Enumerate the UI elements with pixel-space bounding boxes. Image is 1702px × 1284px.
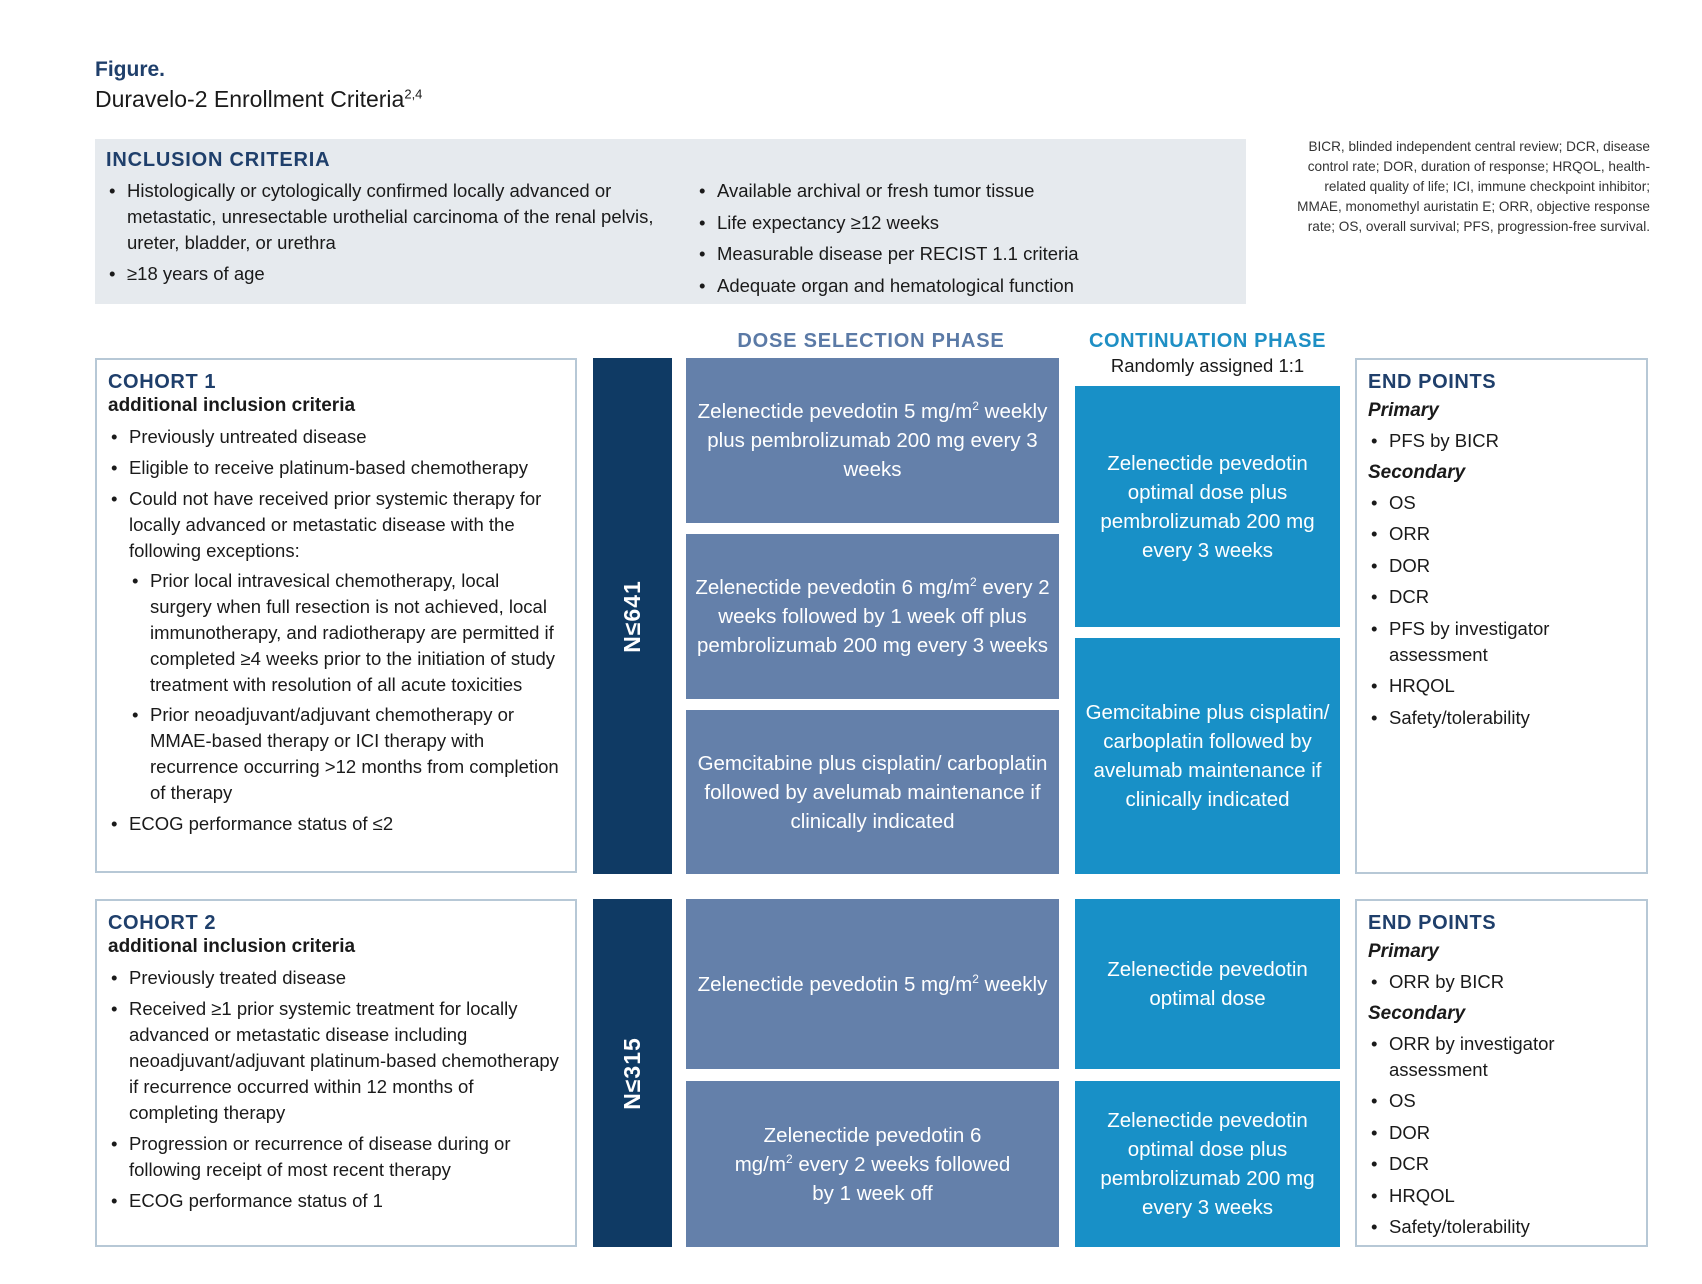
- inclusion-criteria-title: INCLUSION CRITERIA: [106, 149, 331, 171]
- inclusion-criteria-column-2: Available archival or fresh tumor tissue…: [696, 178, 1216, 304]
- dose-text: Gemcitabine plus cisplatin/ carboplatin …: [697, 751, 1048, 833]
- dose-text: weekly plus pembrolizumab 200 mg every 3…: [707, 400, 1048, 481]
- cohort-1-subtitle: additional inclusion criteria: [108, 395, 356, 416]
- dose-text: every 2 weeks followed by 1 week off: [792, 1152, 1011, 1205]
- inclusion-item: Life expectancy ≥12 weeks: [696, 210, 1216, 236]
- cohort-2-criteria-box: COHORT 2 additional inclusion criteria P…: [95, 899, 577, 1247]
- criteria-item: Previously treated disease: [108, 965, 564, 991]
- endpoint-item: DOR: [1368, 553, 1635, 579]
- cohort-2-endpoints-box: END POINTS Primary ORR by BICR Secondary…: [1355, 899, 1648, 1247]
- abbreviations-note: BICR, blinded independent central review…: [1297, 139, 1650, 234]
- criteria-item: Eligible to receive platinum-based chemo…: [108, 455, 564, 481]
- inclusion-item: Histologically or cytologically confirme…: [106, 178, 696, 256]
- cohort-1-sample-size-bar: N≤641: [593, 358, 672, 874]
- inclusion-criteria-column-1: Histologically or cytologically confirme…: [106, 178, 696, 304]
- dose-sup: 2: [972, 971, 979, 986]
- endpoints-title: END POINTS: [1368, 371, 1497, 393]
- dose-text: Zelenectide pevedotin 5 mg/m: [697, 400, 973, 423]
- cohort-1-dose-arm-2: Zelenectide pevedotin 6 mg/m2 every 2 we…: [686, 534, 1059, 699]
- randomization-note: Randomly assigned 1:1: [1110, 355, 1305, 376]
- cohort-1-sample-size: N≤641: [618, 579, 645, 653]
- inclusion-criteria-box: INCLUSION CRITERIA Histologically or cyt…: [95, 139, 1246, 304]
- endpoint-item: ORR: [1368, 521, 1635, 547]
- dose-text: weekly: [978, 972, 1048, 996]
- figure-title-text: Duravelo-2 Enrollment Criteria: [95, 86, 405, 112]
- cohort-2-dose-arm-1: Zelenectide pevedotin 5 mg/m2 weekly: [686, 899, 1059, 1069]
- criteria-item: ECOG performance status of ≤2: [108, 811, 564, 837]
- endpoint-item: OS: [1368, 1088, 1635, 1114]
- cohort-2-sample-size-bar: N≤315: [593, 899, 672, 1247]
- exception-item: Prior local intravesical chemotherapy, l…: [129, 568, 564, 698]
- endpoint-item: Safety/tolerability: [1368, 705, 1635, 731]
- criteria-item-text: Could not have received prior systemic t…: [129, 488, 542, 561]
- dose-text: Zelenectide pevedotin 5 mg/m: [697, 972, 973, 996]
- secondary-endpoints-list: OS ORR DOR DCR PFS by investigator asses…: [1368, 490, 1635, 731]
- endpoint-item: ORR by BICR: [1368, 969, 1635, 995]
- endpoint-item: HRQOL: [1368, 1183, 1635, 1209]
- figure-title: Duravelo-2 Enrollment Criteria2,4: [95, 86, 422, 113]
- endpoint-item: DOR: [1368, 1120, 1635, 1146]
- cohort-1-criteria-box: COHORT 1 additional inclusion criteria P…: [95, 358, 577, 873]
- inclusion-item: Available archival or fresh tumor tissue: [696, 178, 1216, 204]
- criteria-item: Progression or recurrence of disease dur…: [108, 1131, 564, 1183]
- dose-text: Zelenectide pevedotin 6 mg/m: [734, 1123, 982, 1176]
- dose-text: every 2 weeks followed by 1 week off plu…: [697, 576, 1050, 657]
- criteria-item: ECOG performance status of 1: [108, 1188, 564, 1214]
- cohort-1-exceptions-list: Prior local intravesical chemotherapy, l…: [129, 568, 564, 806]
- cohort-2-dose-arm-2: Zelenectide pevedotin 6 mg/m2 every 2 we…: [686, 1081, 1059, 1247]
- dose-sup: 2: [785, 1151, 793, 1166]
- dose-text: Zelenectide pevedotin 6 mg/m: [695, 576, 971, 599]
- continuation-text: Zelenectide pevedotin optimal dose plus …: [1100, 1109, 1315, 1219]
- primary-endpoints-list: ORR by BICR: [1368, 969, 1635, 995]
- exception-item: Prior neoadjuvant/adjuvant chemotherapy …: [129, 702, 564, 806]
- secondary-endpoints-list: ORR by investigator assessment OS DOR DC…: [1368, 1031, 1635, 1241]
- cohort-1-continuation-arm-1: Zelenectide pevedotin optimal dose plus …: [1075, 386, 1340, 627]
- primary-endpoints-label: Primary: [1368, 941, 1439, 962]
- inclusion-item: Measurable disease per RECIST 1.1 criter…: [696, 241, 1216, 267]
- cohort-1-endpoints-box: END POINTS Primary PFS by BICR Secondary…: [1355, 358, 1648, 874]
- endpoint-item: Safety/tolerability: [1368, 1214, 1635, 1240]
- figure-title-citation: 2,4: [404, 86, 423, 102]
- endpoint-item: PFS by investigator assessment: [1368, 616, 1635, 668]
- endpoint-item: ORR by investigator assessment: [1368, 1031, 1635, 1083]
- secondary-endpoints-label: Secondary: [1368, 461, 1466, 483]
- inclusion-item: Adequate organ and hematological functio…: [696, 273, 1216, 299]
- figure-label: Figure.: [95, 58, 166, 81]
- cohort-2-continuation-arm-1: Zelenectide pevedotin optimal dose: [1075, 899, 1340, 1069]
- cohort-1-title: COHORT 1: [108, 371, 217, 393]
- cohort-2-criteria-list: Previously treated disease Received ≥1 p…: [108, 965, 564, 1214]
- criteria-item: Previously untreated disease: [108, 424, 564, 450]
- continuation-phase-header: CONTINUATION PHASE: [1088, 330, 1327, 352]
- endpoint-item: HRQOL: [1368, 673, 1635, 699]
- cohort-1-continuation-arm-2: Gemcitabine plus cisplatin/ carboplatin …: [1075, 638, 1340, 874]
- dose-sup: 2: [970, 575, 977, 590]
- criteria-item: Could not have received prior systemic t…: [108, 486, 564, 806]
- endpoint-item: PFS by BICR: [1368, 428, 1635, 454]
- endpoint-item: DCR: [1368, 1151, 1635, 1177]
- dose-selection-phase-header: DOSE SELECTION PHASE: [737, 330, 1005, 352]
- endpoints-title: END POINTS: [1368, 912, 1497, 934]
- secondary-endpoints-label: Secondary: [1368, 1002, 1466, 1024]
- continuation-text: Zelenectide pevedotin optimal dose plus …: [1100, 451, 1315, 562]
- criteria-item: Received ≥1 prior systemic treatment for…: [108, 996, 564, 1126]
- dose-sup: 2: [972, 399, 979, 414]
- cohort-1-dose-arm-1: Zelenectide pevedotin 5 mg/m2 weekly plu…: [686, 358, 1059, 523]
- endpoint-item: OS: [1368, 490, 1635, 516]
- cohort-2-subtitle: additional inclusion criteria: [108, 936, 356, 957]
- continuation-text: Zelenectide pevedotin optimal dose: [1107, 958, 1308, 1010]
- primary-endpoints-list: PFS by BICR: [1368, 428, 1635, 454]
- cohort-1-criteria-list: Previously untreated disease Eligible to…: [108, 424, 564, 837]
- cohort-2-title: COHORT 2: [108, 912, 217, 934]
- cohort-1-dose-arm-3: Gemcitabine plus cisplatin/ carboplatin …: [686, 710, 1059, 874]
- continuation-text: Gemcitabine plus cisplatin/ carboplatin …: [1085, 701, 1330, 811]
- cohort-2-sample-size: N≤315: [618, 1036, 645, 1110]
- inclusion-item: ≥18 years of age: [106, 261, 696, 287]
- cohort-2-continuation-arm-2: Zelenectide pevedotin optimal dose plus …: [1075, 1081, 1340, 1247]
- endpoint-item: DCR: [1368, 584, 1635, 610]
- primary-endpoints-label: Primary: [1368, 400, 1439, 421]
